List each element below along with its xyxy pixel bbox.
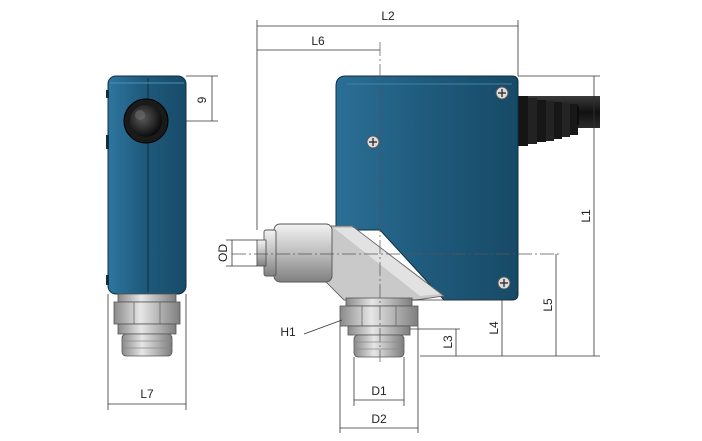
- front-view-housing: [335, 75, 519, 301]
- side-view-gland-ring: [117, 323, 177, 335]
- dimension-label-H1: H1: [280, 325, 296, 339]
- dimension-label-L6: L6: [311, 34, 325, 48]
- dimension-label-L2: L2: [381, 9, 395, 23]
- dimension-L1: L1: [420, 75, 600, 357]
- front-gland-thread: [353, 334, 405, 358]
- dimension-label-L5: L5: [541, 298, 555, 312]
- front-gland-collar: [345, 297, 413, 307]
- dimension-9: 9: [186, 75, 218, 122]
- side-view-gland-thread: [121, 333, 173, 357]
- dimension-L3: L3: [410, 328, 460, 356]
- dimension-label-L3: L3: [441, 335, 455, 349]
- dimension-L2: L2: [256, 9, 519, 230]
- dimension-L5: L5: [541, 254, 557, 356]
- dimension-label-L7: L7: [140, 387, 154, 401]
- dimension-L7: L7: [107, 294, 187, 410]
- side-view-gland-collar: [117, 293, 177, 303]
- dimension-L6: L6: [257, 34, 380, 51]
- dimension-D1: D1: [353, 357, 405, 406]
- front-gland-ring: [347, 325, 411, 336]
- side-view: [106, 75, 187, 357]
- lens-highlight: [135, 110, 145, 120]
- push-in-fitting-tube: [256, 239, 267, 267]
- lens-inner: [130, 105, 162, 137]
- dimension-label-D2: D2: [371, 412, 387, 426]
- push-in-fitting-body: [273, 223, 333, 283]
- dimension-label-OD: OD: [216, 244, 230, 262]
- cable: [516, 96, 600, 146]
- side-view-gland-nut: [113, 301, 181, 325]
- centerlines: [232, 42, 560, 362]
- dimension-label-L4: L4: [487, 321, 501, 335]
- side-view-groove: [106, 135, 109, 149]
- front-gland-nut: [339, 305, 419, 327]
- side-view-groove: [106, 90, 109, 98]
- dimension-label-9: 9: [195, 96, 209, 103]
- dimension-label-D1: D1: [371, 384, 387, 398]
- screw-icon: [495, 86, 509, 100]
- dimension-D2: D2: [339, 326, 419, 433]
- dimension-L4: L4: [412, 299, 508, 356]
- dimension-label-L1: L1: [579, 209, 593, 223]
- front-view: [256, 75, 600, 358]
- dimension-OD: OD: [216, 239, 257, 267]
- side-view-groove: [106, 275, 109, 285]
- angled-fitting-highlight: [334, 228, 440, 296]
- screw-icon: [497, 276, 511, 290]
- leader-H1: H1: [280, 319, 343, 339]
- screw-icon: [366, 135, 380, 149]
